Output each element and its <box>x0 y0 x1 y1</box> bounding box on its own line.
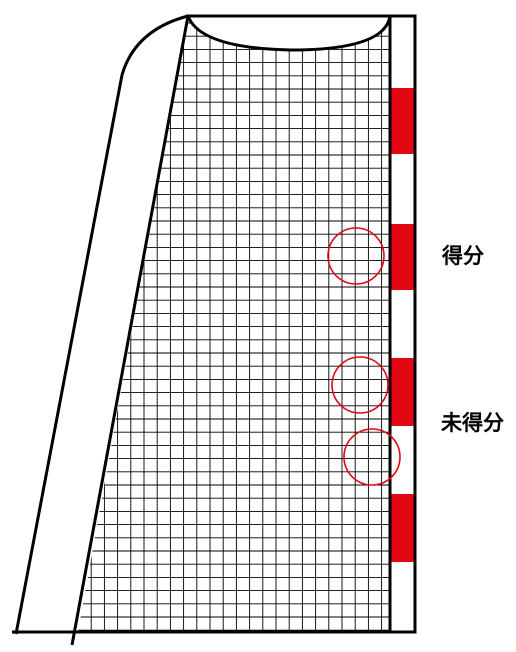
goal-post <box>388 14 417 634</box>
crossbar-curve <box>185 14 392 52</box>
side-frame-inner <box>70 15 190 646</box>
ball-not-scored-upper <box>331 356 389 414</box>
goal-frame <box>12 14 392 646</box>
goal-net <box>78 16 390 632</box>
side-frame-outer <box>14 14 189 635</box>
ball-scored <box>327 227 385 285</box>
post-red-stripe <box>391 88 414 154</box>
ball-not-scored-lower <box>343 428 401 486</box>
label-not-scored: 未得分 <box>441 411 504 435</box>
post-red-stripe <box>391 494 414 562</box>
balls <box>327 227 401 486</box>
label-scored: 得分 <box>442 244 484 268</box>
post-red-stripe <box>391 358 414 426</box>
post-red-stripe <box>391 224 414 290</box>
